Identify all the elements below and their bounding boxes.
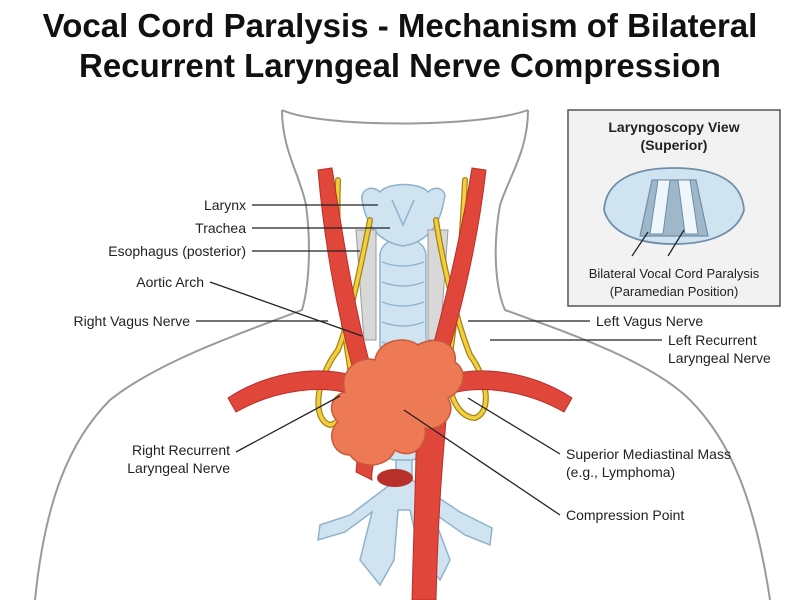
page-title: Vocal Cord Paralysis - Mechanism of Bila… bbox=[0, 6, 800, 86]
label-left-vagus-nerve: Left Vagus Nerve bbox=[596, 313, 703, 329]
vocal-cord-right bbox=[677, 179, 699, 235]
title-line-1: Vocal Cord Paralysis - Mechanism of Bila… bbox=[42, 7, 758, 44]
label-trachea: Trachea bbox=[195, 220, 246, 236]
inset-caption-line-2: (Paramedian Position) bbox=[610, 284, 739, 299]
glottis bbox=[639, 179, 709, 237]
larynx bbox=[361, 183, 446, 247]
label-larynx: Larynx bbox=[204, 197, 246, 213]
inset-title-line-2: (Superior) bbox=[641, 137, 708, 153]
label-right-recurrent-laryngeal-nerve-2: Laryngeal Nerve bbox=[127, 460, 230, 476]
body-outline bbox=[34, 109, 771, 600]
left-subclavian-artery bbox=[429, 370, 573, 413]
leader-lines bbox=[196, 204, 662, 516]
labels: Larynx Trachea Esophagus (posterior) Aor… bbox=[74, 197, 771, 523]
label-right-recurrent-laryngeal-nerve-1: Right Recurrent bbox=[132, 442, 230, 458]
label-left-recurrent-laryngeal-nerve-1: Left Recurrent bbox=[668, 332, 757, 348]
label-mediastinal-mass-1: Superior Mediastinal Mass bbox=[566, 446, 731, 462]
label-compression-point: Compression Point bbox=[566, 507, 684, 523]
label-esophagus: Esophagus (posterior) bbox=[108, 243, 246, 259]
inset-title-line-1: Laryngoscopy View bbox=[608, 119, 739, 135]
laryngoscopy-inset: Laryngoscopy View (Superior) Bilateral V… bbox=[567, 109, 781, 307]
vocal-cord-left bbox=[649, 179, 671, 235]
label-right-vagus-nerve: Right Vagus Nerve bbox=[74, 313, 191, 329]
label-aortic-arch: Aortic Arch bbox=[136, 274, 204, 290]
label-left-recurrent-laryngeal-nerve-2: Laryngeal Nerve bbox=[668, 350, 771, 366]
inset-caption-line-1: Bilateral Vocal Cord Paralysis bbox=[589, 266, 760, 281]
title-line-2: Recurrent Laryngeal Nerve Compression bbox=[79, 47, 721, 84]
label-mediastinal-mass-2: (e.g., Lymphoma) bbox=[566, 464, 675, 480]
mediastinal-mass bbox=[330, 339, 464, 466]
